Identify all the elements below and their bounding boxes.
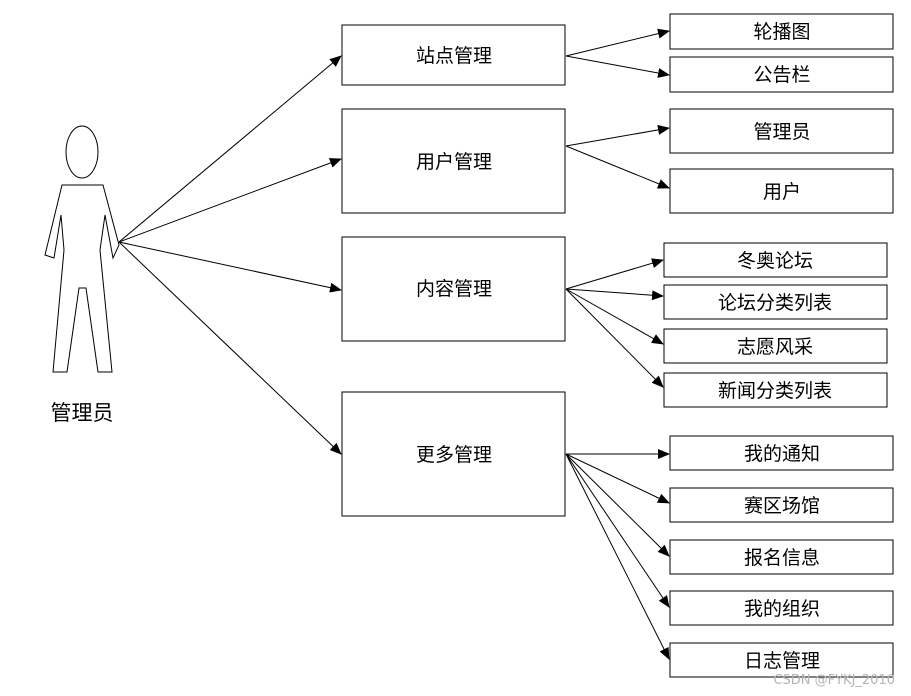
connector-arrow: [118, 241, 342, 455]
leaf-label: 用户: [763, 181, 801, 203]
leaf-node: 志愿风采: [663, 328, 888, 364]
leaf-label: 公告栏: [753, 64, 810, 86]
leaf-node: 轮播图: [669, 13, 894, 50]
group-node: 站点管理: [341, 24, 566, 86]
leaf-label: 轮播图: [753, 21, 810, 43]
connector-arrow: [118, 241, 342, 293]
connector-arrow: [565, 453, 670, 608]
group-label: 用户管理: [416, 151, 492, 173]
connector-arrow: [118, 55, 342, 243]
actor-label: 管理员: [51, 401, 114, 425]
leaf-node: 我的通知: [669, 435, 894, 471]
leaf-node: 论坛分类列表: [663, 284, 888, 320]
watermark-text: CSDN @FYKJ_2010: [773, 673, 895, 688]
connector-arrow: [565, 288, 664, 301]
leaf-node: 新闻分类列表: [663, 372, 888, 408]
leaf-label: 冬奥论坛: [737, 250, 813, 272]
leaf-node: 管理员: [669, 108, 894, 154]
group-label: 更多管理: [416, 444, 492, 466]
group-node: 更多管理: [341, 391, 566, 517]
leaf-label: 新闻分类列表: [718, 380, 832, 402]
leaf-label: 赛区场馆: [744, 495, 820, 517]
connector-arrow: [118, 158, 342, 243]
leaf-label: 我的通知: [744, 443, 820, 465]
leaf-node: 我的组织: [669, 590, 894, 626]
connector-arrow: [565, 453, 670, 660]
connector-arrow: [565, 145, 670, 189]
leaf-node: 报名信息: [669, 539, 894, 575]
connector-arrow: [565, 288, 664, 388]
leaf-label: 志愿风采: [737, 336, 813, 358]
connector-arrow: [565, 453, 670, 557]
leaf-label: 日志管理: [744, 650, 820, 672]
leaf-node: 日志管理: [669, 642, 894, 678]
leaf-node: 冬奥论坛: [663, 242, 888, 278]
connector-arrow: [565, 124, 670, 147]
leaf-node: 用户: [669, 168, 894, 214]
leaf-label: 管理员: [753, 121, 810, 143]
group-label: 站点管理: [416, 45, 492, 67]
leaf-label: 我的组织: [744, 598, 820, 620]
leaf-node: 公告栏: [669, 56, 894, 93]
group-node: 用户管理: [341, 108, 566, 214]
connector-arrow: [565, 258, 664, 290]
leaf-node: 赛区场馆: [669, 487, 894, 523]
connector-arrow: [565, 55, 670, 78]
leaf-label: 报名信息: [744, 547, 820, 569]
actor-figure-icon: [44, 125, 120, 373]
connector-arrow: [565, 453, 670, 504]
connector-arrow: [565, 288, 664, 345]
connector-lines: [118, 28, 670, 660]
group-node: 内容管理: [341, 236, 566, 342]
connector-arrow: [565, 28, 670, 57]
group-label: 内容管理: [416, 278, 492, 300]
leaf-label: 论坛分类列表: [718, 292, 832, 314]
